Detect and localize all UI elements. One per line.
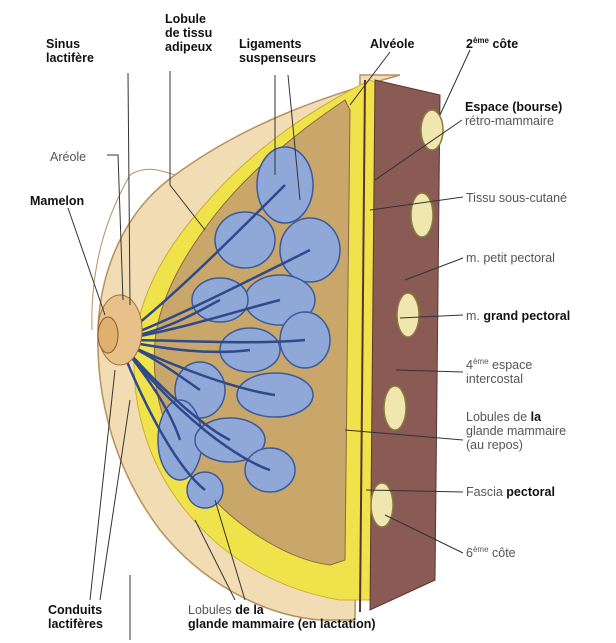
label-lobule-tissu-adipeux: Lobule de tissu adipeux: [165, 12, 212, 54]
label-line: de tissu: [165, 26, 212, 40]
label-2eme-cote: 2ème côte: [466, 37, 518, 51]
label-lobules-repos: Lobules de la glande mammaire (au repos): [466, 410, 566, 452]
label-mamelon: Mamelon: [30, 194, 84, 208]
label-grand-pectoral: m. grand pectoral: [466, 309, 570, 323]
label-line: lactifères: [48, 617, 103, 631]
label-line: Sinus: [46, 37, 94, 51]
label-line: lactifère: [46, 51, 94, 65]
label-lobules-lactation: Lobules de la glande mammaire (en lactat…: [188, 603, 376, 631]
cote2-text: côte: [489, 37, 518, 51]
label-line: adipeux: [165, 40, 212, 54]
espace4-num: 4: [466, 358, 473, 372]
label-line: Conduits: [48, 603, 103, 617]
espace4-text: espace: [489, 358, 533, 372]
label-ligaments-suspenseurs: Ligaments suspenseurs: [239, 37, 316, 65]
grand-pectoral-bold: grand pectoral: [483, 309, 570, 323]
cote6-num: 6: [466, 546, 473, 560]
cote2-sup: ème: [473, 36, 489, 45]
label-line: Lobule: [165, 12, 212, 26]
fascia-prefix: Fascia: [466, 485, 506, 499]
label-line: Espace (bourse): [465, 100, 562, 114]
lobules-repos-a: Lobules de: [466, 410, 531, 424]
label-fascia-pectoral: Fascia pectoral: [466, 485, 555, 499]
cote2-num: 2: [466, 37, 473, 51]
label-4eme-espace-intercostal: 4ème espace intercostal: [466, 358, 532, 386]
lobules-lactation-a: Lobules: [188, 603, 235, 617]
cote6-text: côte: [489, 546, 516, 560]
label-line: glande mammaire (en lactation): [188, 617, 376, 631]
lobules-repos-b: la: [531, 410, 541, 424]
label-petit-pectoral: m. petit pectoral: [466, 251, 555, 265]
nipple: [98, 317, 118, 353]
label-tissu-sous-cutane: Tissu sous-cutané: [466, 191, 567, 205]
lobules-lactation-b: de la: [235, 603, 264, 617]
label-line: Ligaments: [239, 37, 316, 51]
label-areole: Aréole: [50, 150, 86, 164]
label-line: suspenseurs: [239, 51, 316, 65]
label-espace-bourse: Espace (bourse) rétro-mammaire: [465, 100, 562, 128]
label-line: rétro-mammaire: [465, 114, 562, 128]
espace4-sup: ème: [473, 357, 489, 366]
fascia-bold: pectoral: [506, 485, 555, 499]
label-line: (au repos): [466, 438, 566, 452]
label-conduits-lactiferes: Conduits lactifères: [48, 603, 103, 631]
cote6-sup: ème: [473, 545, 489, 554]
label-sinus-lactifere: Sinus lactifère: [46, 37, 94, 65]
label-6eme-cote: 6ème côte: [466, 546, 516, 560]
label-alveole: Alvéole: [370, 37, 414, 51]
label-line: glande mammaire: [466, 424, 566, 438]
label-line: intercostal: [466, 372, 532, 386]
grand-pectoral-prefix: m.: [466, 309, 483, 323]
